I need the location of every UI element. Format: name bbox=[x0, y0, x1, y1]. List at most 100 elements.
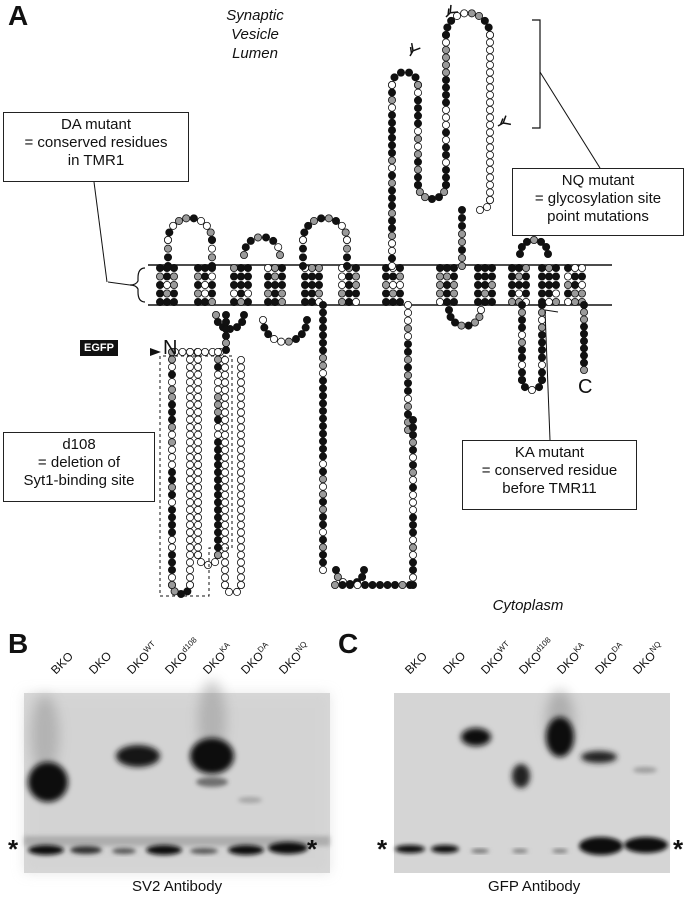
residue bbox=[193, 393, 202, 402]
residue bbox=[243, 289, 252, 298]
residue bbox=[441, 173, 450, 182]
residue bbox=[270, 280, 279, 289]
blot-c-lane-5: DKOKA bbox=[554, 640, 586, 677]
residue bbox=[193, 453, 202, 462]
residue bbox=[185, 565, 194, 574]
blot-c-lane-4: DKOd108 bbox=[516, 635, 553, 677]
residue bbox=[408, 551, 417, 560]
residue bbox=[408, 573, 417, 582]
residue bbox=[408, 490, 417, 499]
residue bbox=[507, 289, 516, 298]
residue bbox=[578, 272, 587, 281]
residue bbox=[213, 355, 222, 364]
residue bbox=[580, 329, 589, 338]
residue bbox=[434, 193, 443, 202]
residue bbox=[213, 535, 222, 544]
residue bbox=[342, 253, 351, 262]
residue bbox=[403, 379, 412, 388]
residue bbox=[518, 338, 527, 347]
residue bbox=[264, 330, 273, 339]
residue bbox=[193, 430, 202, 439]
residue bbox=[387, 96, 396, 105]
residue bbox=[165, 228, 174, 237]
residue bbox=[441, 121, 450, 130]
egfp-arrow bbox=[150, 348, 161, 356]
residue bbox=[314, 289, 323, 298]
residue bbox=[193, 520, 202, 529]
residue bbox=[307, 280, 316, 289]
residue bbox=[167, 483, 176, 492]
residue bbox=[270, 289, 279, 298]
residue bbox=[485, 143, 494, 152]
residue bbox=[318, 308, 327, 317]
residue bbox=[580, 300, 589, 309]
residue bbox=[318, 550, 327, 559]
residue bbox=[318, 543, 327, 552]
residue bbox=[193, 415, 202, 424]
residue bbox=[167, 408, 176, 417]
residue bbox=[220, 438, 229, 447]
residue bbox=[298, 244, 307, 253]
residue bbox=[337, 221, 346, 230]
residue bbox=[167, 400, 176, 409]
residue bbox=[220, 408, 229, 417]
residue bbox=[318, 437, 327, 446]
residue bbox=[485, 38, 494, 47]
residue bbox=[307, 289, 316, 298]
residue bbox=[485, 30, 494, 39]
residue bbox=[571, 280, 580, 289]
residue bbox=[174, 216, 183, 225]
residue bbox=[213, 551, 222, 560]
sv2-band-bko bbox=[28, 762, 68, 802]
residue bbox=[538, 368, 547, 377]
residue bbox=[441, 83, 450, 92]
residue bbox=[318, 384, 327, 393]
residue bbox=[538, 308, 547, 317]
residue bbox=[213, 430, 222, 439]
residue bbox=[236, 566, 245, 575]
residue bbox=[457, 261, 466, 270]
residue bbox=[383, 581, 392, 590]
residue bbox=[387, 118, 396, 127]
residue bbox=[167, 460, 176, 469]
residue bbox=[446, 312, 455, 321]
residue bbox=[485, 188, 494, 197]
blot-b-lane-1: BKO bbox=[48, 649, 76, 677]
residue bbox=[193, 289, 202, 298]
egfp-tag: EGFP bbox=[80, 340, 118, 356]
residue bbox=[413, 173, 422, 182]
residue bbox=[193, 535, 202, 544]
lumen-label: Synaptic Vesicle Lumen bbox=[226, 7, 284, 62]
residue bbox=[507, 263, 516, 272]
residue bbox=[206, 228, 215, 237]
residue bbox=[318, 353, 327, 362]
residue bbox=[318, 558, 327, 567]
residue bbox=[220, 521, 229, 530]
residue bbox=[200, 297, 209, 306]
residue bbox=[185, 520, 194, 529]
residue bbox=[167, 550, 176, 559]
residue bbox=[236, 513, 245, 522]
residue bbox=[330, 581, 339, 590]
residue bbox=[451, 318, 460, 327]
residue bbox=[395, 280, 404, 289]
residue bbox=[202, 221, 211, 230]
gfp-band-wt bbox=[461, 728, 491, 746]
residue bbox=[193, 263, 202, 272]
residue bbox=[408, 415, 417, 424]
blot-b-lane-7: DKONQ bbox=[276, 639, 309, 677]
residue bbox=[185, 543, 194, 552]
residue bbox=[211, 558, 220, 567]
residue bbox=[185, 355, 194, 364]
residue bbox=[269, 335, 278, 344]
residue bbox=[403, 363, 412, 372]
residue bbox=[515, 289, 524, 298]
gfp-blot bbox=[394, 690, 670, 873]
residue bbox=[236, 581, 245, 590]
residue bbox=[220, 378, 229, 387]
ka-leader bbox=[544, 309, 551, 441]
residue bbox=[318, 490, 327, 499]
residue bbox=[333, 573, 342, 582]
residue bbox=[220, 460, 229, 469]
ka-mutant-callout: KA mutant = conserved residue before TMR… bbox=[462, 440, 637, 510]
